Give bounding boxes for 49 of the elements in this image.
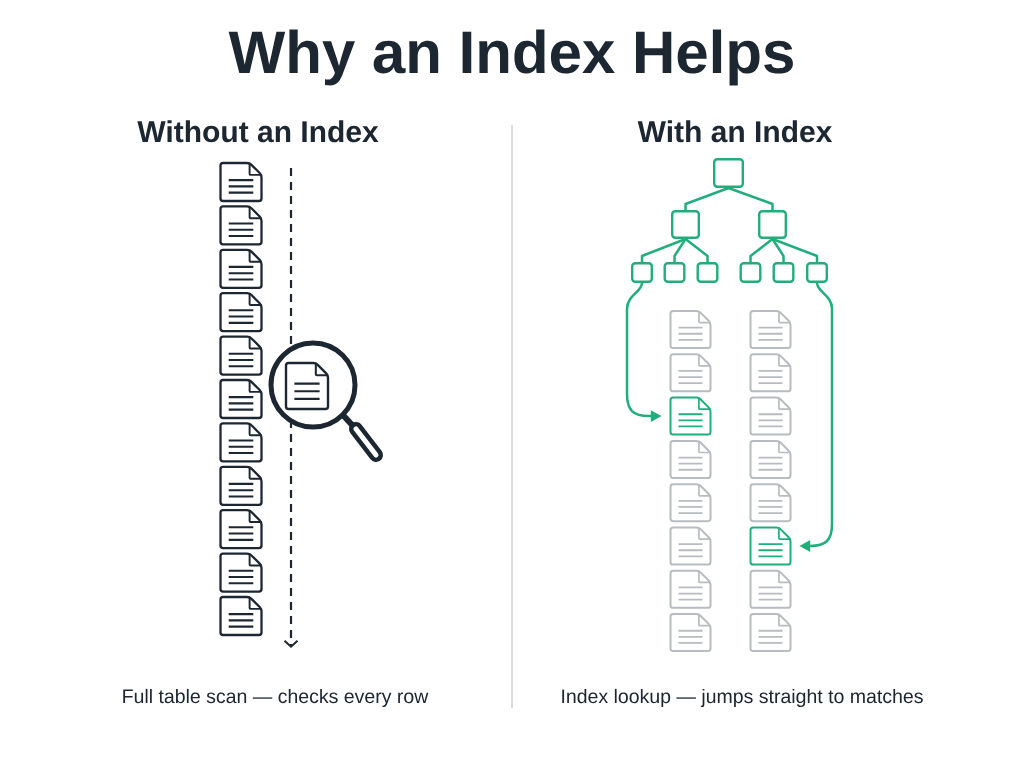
tree-node-box bbox=[671, 210, 700, 239]
document-icon bbox=[669, 613, 712, 653]
tree-node-box bbox=[772, 262, 795, 283]
document-icon bbox=[749, 613, 792, 653]
document-icon bbox=[749, 396, 792, 436]
tree-node-box bbox=[739, 262, 762, 283]
section-heading: Without an Index bbox=[137, 120, 379, 143]
document-icon bbox=[669, 483, 712, 523]
document-icon bbox=[669, 353, 712, 393]
document-icon bbox=[669, 439, 712, 479]
document-icon bbox=[219, 595, 263, 637]
tree-node-box bbox=[696, 262, 719, 283]
tree-node-box bbox=[806, 262, 828, 283]
document-icon bbox=[669, 526, 712, 566]
document-icon bbox=[749, 569, 792, 609]
connector-line bbox=[727, 186, 774, 212]
connector-line bbox=[771, 237, 785, 264]
document-icon bbox=[219, 335, 263, 376]
document-icon bbox=[749, 353, 792, 393]
caption: Index lookup — jumps straight to matches bbox=[562, 688, 923, 708]
connector-line bbox=[771, 237, 819, 264]
tree-node-box bbox=[713, 158, 744, 188]
document-icon bbox=[749, 310, 792, 349]
document-icon bbox=[219, 509, 263, 550]
document-icon bbox=[749, 526, 792, 566]
document-icon bbox=[219, 422, 263, 463]
document-icon bbox=[669, 569, 712, 609]
caption: Full table scan — checks every row bbox=[123, 688, 429, 708]
document-icon bbox=[219, 552, 263, 593]
document-icon bbox=[749, 483, 792, 523]
document-icon bbox=[669, 396, 712, 436]
document-icon bbox=[669, 310, 712, 349]
document-icon bbox=[749, 439, 792, 479]
document-icon bbox=[219, 205, 263, 246]
section-heading: With an Index bbox=[637, 120, 833, 143]
document-icon bbox=[219, 378, 263, 420]
connector-line bbox=[749, 237, 774, 264]
tree-node-box bbox=[663, 262, 686, 283]
document-icon bbox=[219, 248, 263, 289]
title: Why an Index Helps bbox=[228, 29, 793, 86]
connector-line bbox=[684, 237, 709, 264]
document-icon bbox=[219, 465, 263, 506]
document-icon bbox=[219, 292, 263, 333]
document-icon bbox=[219, 161, 263, 203]
connector-line bbox=[640, 237, 687, 264]
tree-node-box bbox=[758, 210, 787, 239]
connector-line bbox=[684, 186, 730, 212]
tree-node-box bbox=[631, 262, 653, 283]
connector-line bbox=[673, 237, 687, 264]
